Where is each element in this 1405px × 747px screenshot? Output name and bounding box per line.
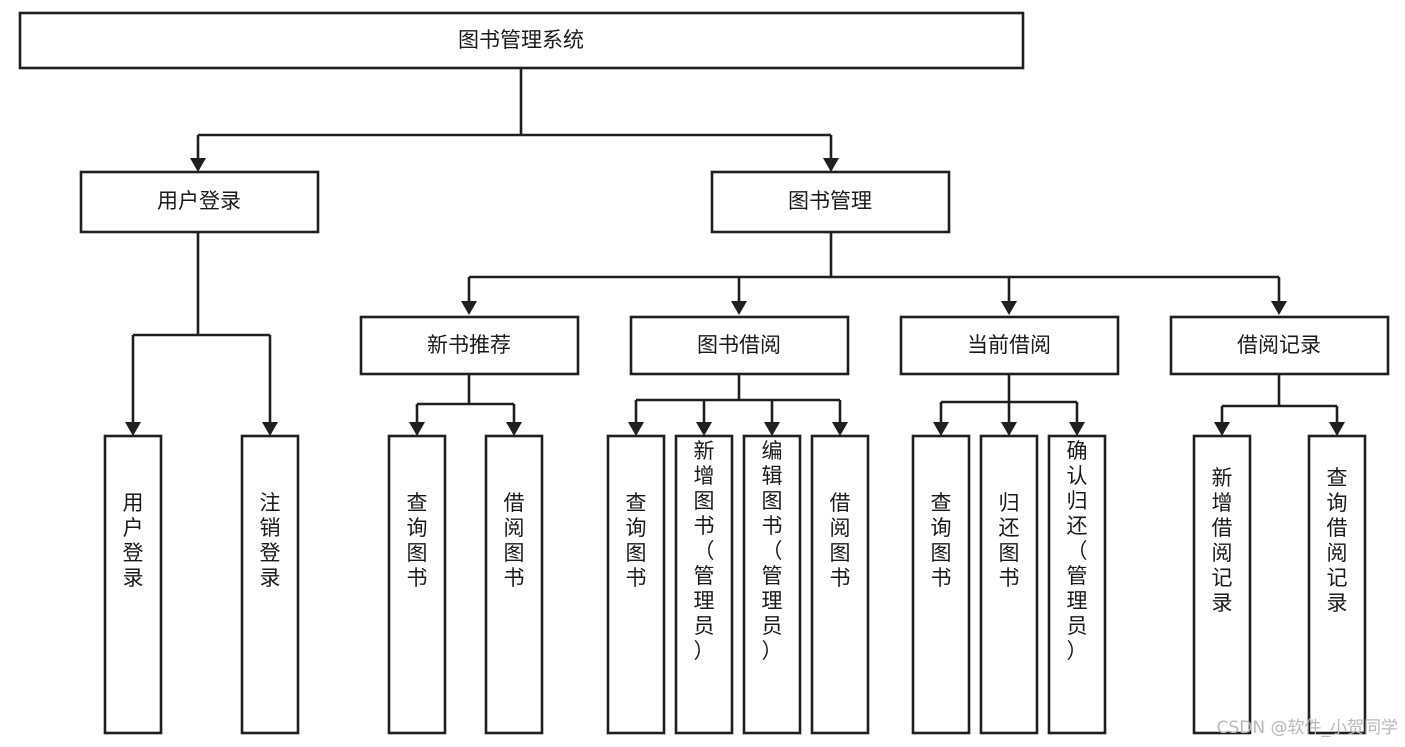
node-user-login-box[interactable] — [79, 170, 320, 234]
node-book-borrow-box[interactable] — [629, 315, 850, 376]
arrowhead-leaf-borrow-book-1 — [506, 422, 522, 436]
node-leaf-add-book-box[interactable] — [674, 434, 734, 735]
node-user-login-label: 用户登录 — [157, 189, 241, 213]
node-leaf-borrow-book-1-box[interactable] — [484, 434, 544, 735]
arrowhead-leaf-edit-book — [764, 422, 780, 436]
node-leaf-borrow-book-1[interactable]: 借阅图书 — [484, 434, 544, 735]
node-current-borrow-label: 当前借阅 — [967, 333, 1051, 357]
connector-new-book-recommend-to-leaves — [415, 374, 516, 424]
node-book-management-label: 图书管理 — [788, 189, 872, 213]
node-leaf-return-book-box[interactable] — [979, 434, 1039, 735]
node-new-book-recommend[interactable]: 新书推荐 — [359, 315, 580, 376]
arrowhead-book-borrow — [731, 301, 747, 315]
connector-borrow-record-to-leaves — [1220, 374, 1339, 424]
node-leaf-query-book-3-box[interactable] — [911, 434, 971, 735]
node-leaf-query-book-1-label: 查询图书 — [407, 491, 428, 590]
csdn-watermark: CSDN @软件_小贺同学 — [1217, 718, 1398, 738]
arrowhead-leaf-query-record — [1329, 422, 1345, 436]
node-leaf-user-login-box[interactable] — [103, 434, 163, 735]
node-leaf-return-book[interactable]: 归还图书 — [979, 434, 1039, 735]
node-leaf-user-login[interactable]: 用户登录 — [103, 434, 163, 735]
node-book-management-box[interactable] — [710, 170, 951, 234]
node-leaf-confirm-return-label: 确认归还（管理员） — [1067, 439, 1088, 663]
arrowhead-leaf-query-book-1 — [409, 422, 425, 436]
node-borrow-record-box[interactable] — [1169, 315, 1390, 376]
node-current-borrow[interactable]: 当前借阅 — [899, 315, 1120, 376]
node-book-borrow-label: 图书借阅 — [697, 333, 781, 357]
connector-layer — [125, 68, 1345, 436]
node-root-box[interactable] — [18, 11, 1025, 70]
arrowhead-leaf-add-record — [1214, 422, 1230, 436]
node-leaf-edit-book-label: 编辑图书（管理员） — [762, 439, 783, 663]
arrowhead-leaf-borrow-book-2 — [832, 422, 848, 436]
node-leaf-query-record-box[interactable] — [1307, 434, 1367, 735]
node-leaf-borrow-book-2-label: 借阅图书 — [830, 491, 851, 590]
node-leaf-user-logout-label: 注销登录 — [260, 491, 281, 590]
node-leaf-query-book-3-label: 查询图书 — [931, 491, 952, 590]
node-leaf-query-record-label: 查询借阅记录 — [1327, 466, 1348, 615]
node-borrow-record[interactable]: 借阅记录 — [1169, 315, 1390, 376]
node-book-management[interactable]: 图书管理 — [710, 170, 951, 234]
arrowhead-leaf-query-book-2 — [628, 422, 644, 436]
connector-book-management-to-level3 — [467, 232, 1281, 303]
node-leaf-add-record-box[interactable] — [1192, 434, 1252, 735]
node-user-login[interactable]: 用户登录 — [79, 170, 320, 234]
node-leaf-add-book[interactable]: 新增图书（管理员） — [674, 434, 734, 735]
arrowhead-leaf-confirm-return — [1069, 422, 1085, 436]
arrowhead-current-borrow — [1001, 301, 1017, 315]
node-leaf-add-book-label: 新增图书（管理员） — [694, 439, 715, 663]
node-leaf-borrow-book-1-label: 借阅图书 — [504, 491, 525, 590]
node-borrow-record-label: 借阅记录 — [1237, 333, 1321, 357]
node-root[interactable]: 图书管理系统 — [18, 11, 1025, 70]
arrowhead-leaf-user-logout — [262, 422, 278, 436]
arrowhead-leaf-return-book — [1001, 422, 1017, 436]
node-leaf-user-logout-box[interactable] — [240, 434, 300, 735]
node-leaf-user-login-label: 用户登录 — [123, 491, 144, 590]
arrowhead-borrow-record — [1271, 301, 1287, 315]
node-leaf-edit-book[interactable]: 编辑图书（管理员） — [742, 434, 802, 735]
arrowhead-user-login — [190, 158, 206, 172]
node-leaf-confirm-return[interactable]: 确认归还（管理员） — [1047, 434, 1107, 735]
node-leaf-edit-book-box[interactable] — [742, 434, 802, 735]
node-leaf-borrow-book-2-box[interactable] — [810, 434, 870, 735]
node-leaf-confirm-return-box[interactable] — [1047, 434, 1107, 735]
arrowhead-leaf-user-login — [125, 422, 141, 436]
arrowhead-leaf-query-book-3 — [933, 422, 949, 436]
arrowhead-leaf-add-book — [696, 422, 712, 436]
node-leaf-query-book-1[interactable]: 查询图书 — [387, 434, 447, 735]
node-leaf-query-book-2-box[interactable] — [606, 434, 666, 735]
node-leaf-return-book-label: 归还图书 — [999, 491, 1020, 590]
node-leaf-query-book-2[interactable]: 查询图书 — [606, 434, 666, 735]
node-leaf-add-record[interactable]: 新增借阅记录 — [1192, 434, 1252, 735]
node-leaf-query-record[interactable]: 查询借阅记录 — [1307, 434, 1367, 735]
node-book-borrow[interactable]: 图书借阅 — [629, 315, 850, 376]
node-leaf-add-record-label: 新增借阅记录 — [1212, 466, 1233, 615]
node-leaf-borrow-book-2[interactable]: 借阅图书 — [810, 434, 870, 735]
node-new-book-recommend-box[interactable] — [359, 315, 580, 376]
node-leaf-query-book-2-label: 查询图书 — [626, 491, 647, 590]
node-leaf-query-book-1-box[interactable] — [387, 434, 447, 735]
arrowhead-new-book-recommend — [461, 301, 477, 315]
node-current-borrow-box[interactable] — [899, 315, 1120, 376]
node-leaf-query-book-3[interactable]: 查询图书 — [911, 434, 971, 735]
connector-current-borrow-to-leaves — [939, 374, 1079, 424]
connector-user-login-to-leaves — [131, 232, 272, 424]
connector-root-to-level2 — [196, 68, 833, 160]
node-leaf-user-logout[interactable]: 注销登录 — [240, 434, 300, 735]
node-root-label: 图书管理系统 — [458, 28, 584, 52]
connector-book-borrow-to-leaves — [634, 374, 842, 424]
arrowhead-book-management — [823, 158, 839, 172]
node-new-book-recommend-label: 新书推荐 — [427, 333, 511, 357]
